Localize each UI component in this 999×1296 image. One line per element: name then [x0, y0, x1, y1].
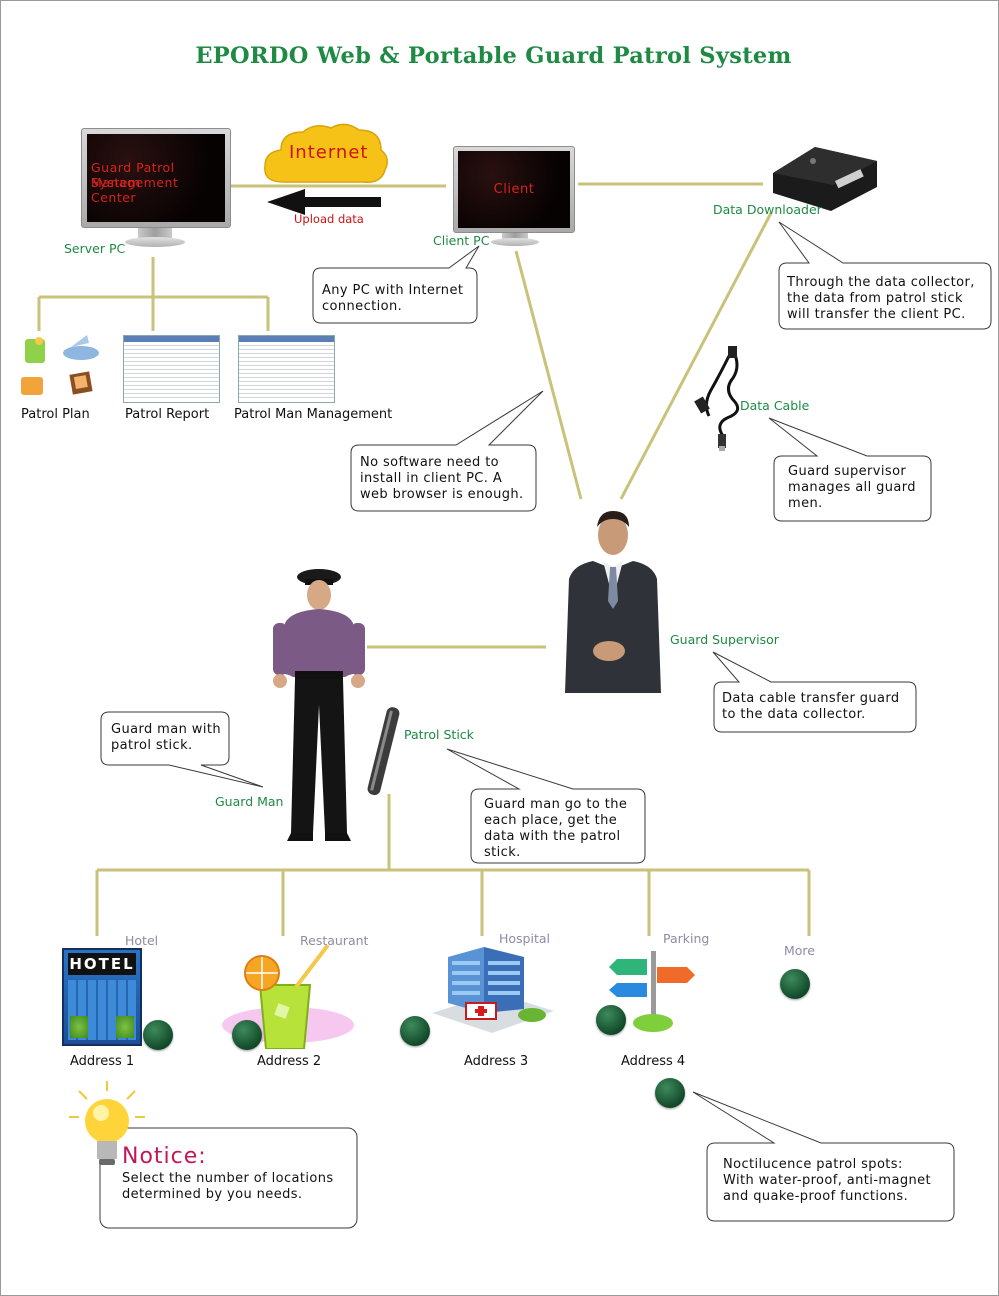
bubble-cable-transfer-text: Data cable transfer guard to the data co… [722, 691, 900, 722]
client-screen-text: Client [493, 182, 535, 197]
data-downloader-label: Data Downloader [713, 202, 822, 217]
bubble-any-pc-text: Any PC with Internet connection. [322, 283, 464, 314]
bubble-no-software-text: No software need to install in client PC… [360, 455, 524, 502]
client-pc-monitor: Client [453, 146, 575, 233]
location-category-hospital: Hospital [499, 931, 551, 946]
hospital-building-icon [432, 947, 554, 1033]
page-title: EPORDO Web & Portable Guard Patrol Syste… [195, 43, 792, 69]
client-pc-label: Client PC [433, 233, 490, 248]
notice-text: Select the number of locations determine… [122, 1171, 334, 1202]
patrol-spot-icon [232, 1020, 262, 1050]
hotel-sign: HOTEL [68, 953, 136, 975]
guard-man-figure [273, 569, 365, 841]
patrol-spot-icon [596, 1005, 626, 1035]
patrol-plan-label: Patrol Plan [21, 407, 90, 422]
patrol-report-thumbnail [123, 335, 220, 403]
patrol-stick-icon [367, 707, 400, 796]
patrol-report-label: Patrol Report [125, 407, 210, 422]
location-category-parking: Parking [663, 931, 710, 946]
bubble-noctilucence-text: Noctilucence patrol spots: With water-pr… [723, 1157, 932, 1204]
notice-title: Notice: [122, 1144, 207, 1169]
server-screen-line1: Guard Patrol System [91, 160, 175, 190]
server-screen-line2: Management Center [91, 175, 179, 205]
bubble-supervisor-manages [768, 417, 932, 522]
cloud-icon [264, 123, 388, 183]
internet-label: Internet [289, 142, 369, 163]
lightbulb-icon [69, 1081, 145, 1165]
server-pc-monitor: Guard Patrol System Management Center [81, 128, 231, 228]
downloader-supervisor-line [619, 212, 773, 500]
guard-man-label: Guard Man [215, 794, 284, 809]
location-category-restaurant: Restaurant [300, 933, 369, 948]
data-cable-label: Data Cable [740, 398, 810, 413]
bubble-any-pc [312, 245, 480, 324]
patrol-man-management-label: Patrol Man Management [234, 407, 393, 422]
patrol-plan-icon [17, 333, 101, 401]
bubble-no-software [350, 390, 544, 512]
patrol-spot-icon [143, 1020, 173, 1050]
patrol-man-management-thumbnail [238, 335, 335, 403]
patrol-spot-icon [400, 1016, 430, 1046]
bubble-supervisor-manages-text: Guard supervisor manages all guard men. [788, 464, 916, 511]
address-4-label: Address 4 [621, 1054, 686, 1069]
patrol-spot-icon [780, 969, 810, 999]
bubble-through-collector-text: Through the data collector, the data fro… [787, 275, 975, 322]
client-supervisor-line [514, 250, 583, 500]
server-pc-label: Server PC [64, 241, 126, 256]
address-1-label: Address 1 [70, 1054, 135, 1069]
hotel-building-icon: HOTEL [62, 948, 142, 1046]
data-collector-icon [773, 147, 877, 211]
arrow-left-icon [267, 189, 381, 215]
bubble-go-each-place-text: Guard man go to the each place, get the … [484, 797, 628, 860]
location-category-more: More [784, 943, 815, 958]
bubble-guard-with-stick-text: Guard man with patrol stick. [111, 722, 221, 753]
address-3-label: Address 3 [464, 1054, 529, 1069]
bubble-guard-with-stick [100, 711, 264, 788]
address-2-label: Address 2 [257, 1054, 322, 1069]
bubble-notice [99, 1127, 358, 1229]
guard-supervisor-figure [565, 511, 661, 693]
location-category-hotel: Hotel [125, 933, 159, 948]
patrol-spot-icon [655, 1078, 685, 1108]
usb-cable-icon [694, 346, 740, 451]
guard-supervisor-label: Guard Supervisor [670, 632, 779, 647]
patrol-stick-label: Patrol Stick [404, 727, 474, 742]
upload-data-label: Upload data [294, 212, 364, 226]
bubble-cable-transfer [712, 651, 917, 733]
bubble-through-collector [778, 221, 992, 330]
parking-signpost-icon [609, 951, 695, 1032]
bubble-noctilucence [692, 1091, 955, 1222]
bubble-go-each-place [446, 748, 646, 864]
